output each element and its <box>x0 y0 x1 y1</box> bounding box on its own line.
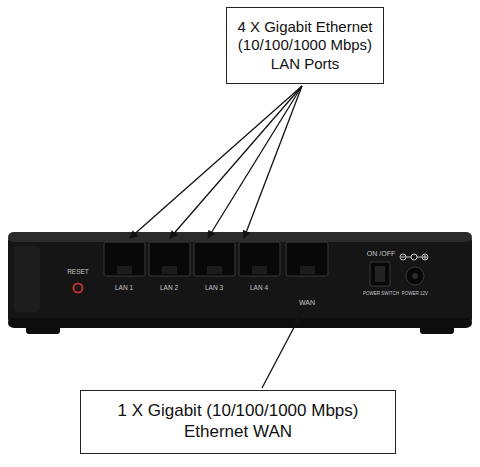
switch-label: ON /OFF <box>367 250 395 257</box>
callout-box: 1 X Gigabit (10/100/1000 Mbps) Ethernet … <box>80 390 396 454</box>
port-label: LAN 4 <box>250 285 268 292</box>
port-label: LAN 3 <box>205 285 223 292</box>
callout-box: 4 X Gigabit Ethernet (10/100/1000 Mbps) … <box>226 7 384 84</box>
callout-text: 4 X Gigabit Ethernet (10/100/1000 Mbps) … <box>233 18 377 73</box>
switch-label: POWER SWITCH <box>363 292 399 297</box>
port-label: LAN 1 <box>115 285 133 292</box>
callout-text: 1 X Gigabit (10/100/1000 Mbps) Ethernet … <box>91 401 385 442</box>
power-label: POWER 12V <box>402 292 428 297</box>
port-label: LAN 2 <box>160 285 178 292</box>
button-label: RESET <box>67 269 89 276</box>
port-label: WAN <box>299 299 315 306</box>
